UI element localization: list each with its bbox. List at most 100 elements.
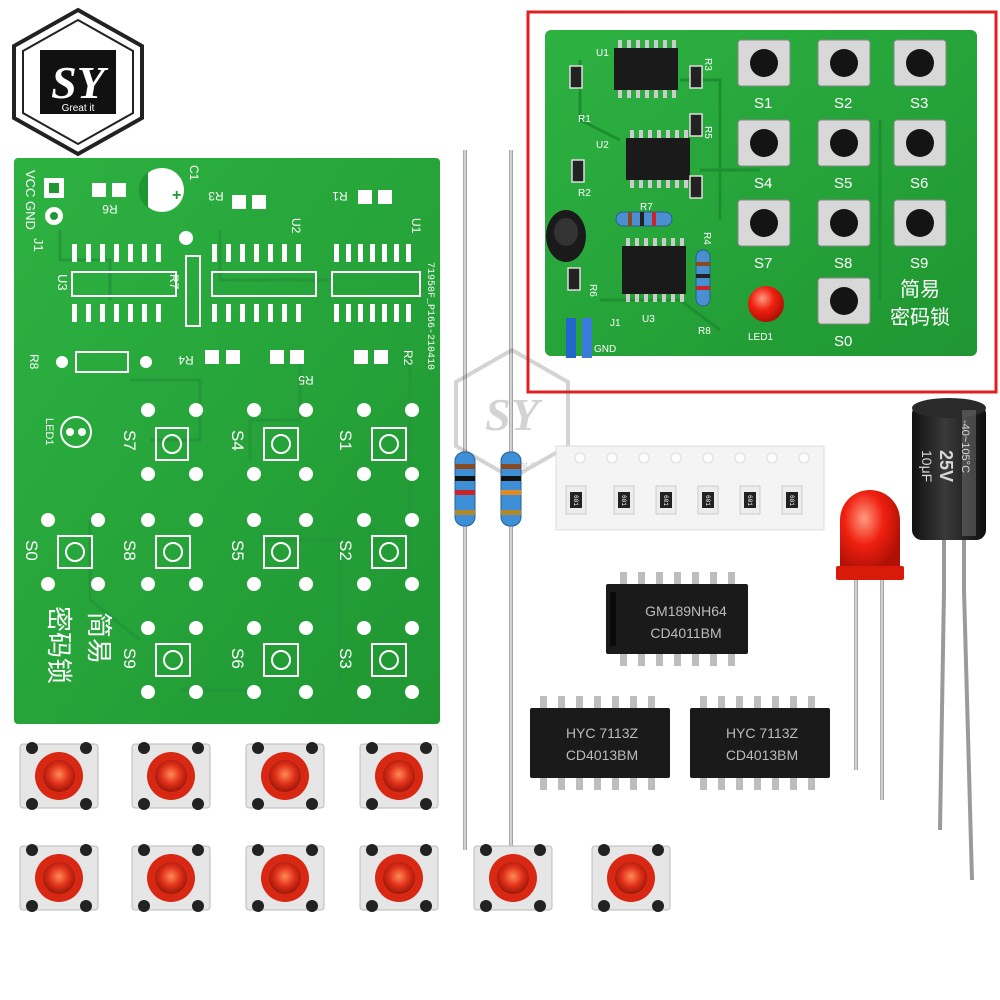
u1-footprint bbox=[331, 244, 421, 322]
silk-r6: R6 bbox=[102, 202, 118, 216]
silk-r3: R3 bbox=[208, 189, 224, 203]
silk-j1: J1 bbox=[610, 318, 621, 329]
resistor-r7-mounted bbox=[615, 211, 673, 227]
silk-u1: U1 bbox=[596, 48, 609, 59]
keypad-label: S4 bbox=[754, 175, 772, 192]
keypad-label: S5 bbox=[834, 175, 852, 192]
tactile-button bbox=[131, 844, 211, 912]
keypad-label: S8 bbox=[834, 255, 852, 272]
tactile-button bbox=[131, 742, 211, 810]
smd-resistor-tape: 601 601 601 601 601 601 bbox=[555, 445, 825, 531]
resistor-loose-1 bbox=[454, 451, 476, 527]
cap-capacitance: 10μF bbox=[919, 450, 935, 482]
silk-r1: R1 bbox=[332, 189, 348, 203]
chip-line1: HYC 7113Z bbox=[566, 725, 639, 741]
tactile-button bbox=[245, 844, 325, 912]
smd-code: 601 bbox=[788, 495, 795, 506]
silk-vcc-gnd: VCC GND bbox=[23, 170, 38, 230]
watermark-letters: SY bbox=[485, 389, 543, 440]
switch-footprint-s8 bbox=[141, 513, 203, 591]
keypad-label: S6 bbox=[910, 175, 928, 192]
silk-switch-label: S0 bbox=[22, 540, 41, 561]
assembled-pcb-highlight: U1 U2 U3 R1 R2 R3 R5 R4 R6 R7 R8 J1 GND … bbox=[526, 10, 998, 394]
silk-r3: R3 bbox=[702, 58, 713, 71]
ic-cd4011bm: GM189NH64 CD4011BM bbox=[606, 572, 748, 666]
chip-line2: CD4013BM bbox=[726, 747, 798, 763]
tactile-button bbox=[591, 844, 671, 912]
silk-title-line1: 简易 bbox=[900, 278, 940, 301]
keypad-label: S0 bbox=[834, 333, 852, 350]
switch-footprint-s7 bbox=[141, 403, 203, 481]
led-mounted bbox=[748, 286, 784, 322]
smd-code: 601 bbox=[704, 495, 711, 506]
capacitor-mounted bbox=[546, 210, 586, 262]
silk-switch-label: S5 bbox=[228, 540, 247, 561]
silk-switch-label: S9 bbox=[120, 648, 139, 669]
silk-gnd: GND bbox=[594, 344, 616, 355]
logo-letters: SY bbox=[51, 57, 109, 108]
silk-r8: R8 bbox=[698, 326, 711, 337]
silk-r7: R7 bbox=[640, 202, 653, 213]
tactile-button bbox=[19, 844, 99, 912]
resistor-loose-2 bbox=[500, 451, 522, 527]
silk-u2: U2 bbox=[289, 218, 303, 234]
tactile-button bbox=[245, 742, 325, 810]
silk-r5: R5 bbox=[298, 373, 314, 387]
silk-title-line1: 简易 bbox=[84, 612, 114, 664]
assembled-pcb: U1 U2 U3 R1 R2 R3 R5 R4 R6 R7 R8 J1 GND … bbox=[545, 30, 977, 358]
silk-board-id: 71950F_P166-210410 bbox=[424, 262, 435, 370]
chip-line1: HYC 7113Z bbox=[726, 725, 799, 741]
chip-line2: CD4011BM bbox=[650, 625, 721, 641]
silk-switch-label: S3 bbox=[336, 648, 355, 669]
silk-switch-label: S1 bbox=[336, 430, 355, 451]
u2-footprint bbox=[211, 244, 317, 322]
silk-switch-label: S7 bbox=[120, 430, 139, 451]
bare-pcb: VCC GND J1 U3 R6 + C1 R3 R1 U2 U1 bbox=[14, 158, 440, 724]
smd-code: 601 bbox=[620, 495, 627, 506]
tactile-button bbox=[473, 844, 553, 912]
silk-r4: R4 bbox=[701, 232, 712, 245]
silk-r6: R6 bbox=[587, 284, 598, 297]
ic-cd4013bm-right: HYC 7113Z CD4013BM bbox=[690, 696, 830, 790]
silk-r8: R8 bbox=[27, 354, 41, 370]
keypad-label: S7 bbox=[754, 255, 772, 272]
silk-r4: R4 bbox=[178, 353, 194, 367]
smd-code: 601 bbox=[746, 495, 753, 506]
tactile-button bbox=[19, 742, 99, 810]
cap-voltage: 25V bbox=[936, 450, 956, 482]
silk-u3: U3 bbox=[55, 274, 70, 291]
silk-r5: R5 bbox=[702, 126, 713, 139]
silk-title-line2: 密码锁 bbox=[44, 606, 74, 684]
tactile-button bbox=[359, 844, 439, 912]
silk-switch-label: S8 bbox=[120, 540, 139, 561]
ic-u1 bbox=[614, 40, 678, 98]
silk-r7: R7 bbox=[167, 274, 181, 290]
smd-code: 601 bbox=[662, 495, 669, 506]
silk-j1: J1 bbox=[31, 238, 46, 252]
tactile-button bbox=[359, 742, 439, 810]
keypad-mounted: S1 S2 S3 S4 S5 S6 S7 S8 S9 S0 bbox=[737, 39, 947, 350]
chip-line1: GM189NH64 bbox=[645, 603, 727, 619]
silk-c1: C1 bbox=[187, 165, 201, 181]
silk-title-line2: 密码锁 bbox=[890, 306, 950, 329]
keypad-label: S9 bbox=[910, 255, 928, 272]
switch-footprint-s0 bbox=[41, 513, 105, 591]
silk-led1: LED1 bbox=[748, 332, 773, 343]
smd-code: 601 bbox=[572, 495, 579, 506]
silk-r1: R1 bbox=[578, 114, 591, 125]
silk-r2: R2 bbox=[578, 188, 591, 199]
brand-logo: SY Great it bbox=[12, 7, 144, 157]
silk-switch-label: S6 bbox=[228, 648, 247, 669]
switch-footprint-s9 bbox=[141, 621, 203, 699]
resistor-r8-mounted bbox=[695, 249, 711, 307]
logo-tagline: Great it bbox=[62, 103, 95, 114]
silk-r2: R2 bbox=[401, 350, 415, 366]
chip-line2: CD4013BM bbox=[566, 747, 638, 763]
cap-temp: -40~105°C bbox=[959, 420, 971, 473]
ic-u3 bbox=[622, 238, 686, 302]
silk-u3: U3 bbox=[642, 314, 655, 325]
silk-u1: U1 bbox=[409, 218, 423, 234]
switch-footprint-s4 bbox=[247, 403, 313, 481]
keypad-label: S2 bbox=[834, 95, 852, 112]
